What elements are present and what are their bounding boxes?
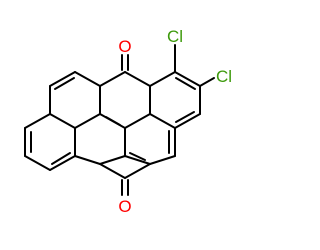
bond-l2 — [49, 71, 76, 87]
bond-r-double2 — [175, 111, 195, 123]
bond-l2-double — [54, 77, 75, 90]
bond-r4 — [174, 113, 201, 129]
bond-rl2 — [149, 155, 176, 165]
bond-c-top-left — [99, 71, 126, 87]
bond-lo-double2 — [51, 152, 71, 165]
bond-lo3 — [24, 155, 51, 171]
oxygen-label-bottom: O — [118, 197, 131, 216]
chemical-structure-diagram: O O Cl Cl — [24, 27, 232, 216]
bond-c-bottom-right — [124, 163, 151, 179]
bond-r-double1 — [175, 77, 196, 90]
bond-c-double2 — [129, 152, 146, 161]
bond-r5 — [149, 113, 176, 129]
chlorine-label-2: Cl — [216, 67, 232, 86]
bond-c2 — [124, 113, 151, 129]
bond-c-top-right — [124, 71, 151, 87]
bond-l4 — [49, 113, 76, 129]
chlorine-label-1: Cl — [167, 27, 183, 46]
oxygen-label-top: O — [118, 37, 131, 56]
bond-r2 — [174, 71, 201, 87]
bond-skeleton — [24, 44, 215, 196]
bond-c6 — [99, 155, 126, 165]
atom-labels: O O Cl Cl — [118, 27, 232, 216]
bond-l5 — [74, 113, 101, 129]
bond-c-double1 — [105, 116, 121, 126]
bond-c-bottom-left — [99, 163, 126, 179]
bond-l1 — [74, 71, 101, 87]
bond-c7 — [124, 155, 151, 165]
bond-lo1 — [24, 113, 51, 129]
bond-cl-2 — [199, 77, 215, 87]
structure-canvas: O O Cl Cl — [24, 27, 233, 216]
bond-r1 — [149, 71, 176, 87]
bond-lo4 — [49, 155, 76, 171]
bond-c4 — [74, 155, 101, 165]
